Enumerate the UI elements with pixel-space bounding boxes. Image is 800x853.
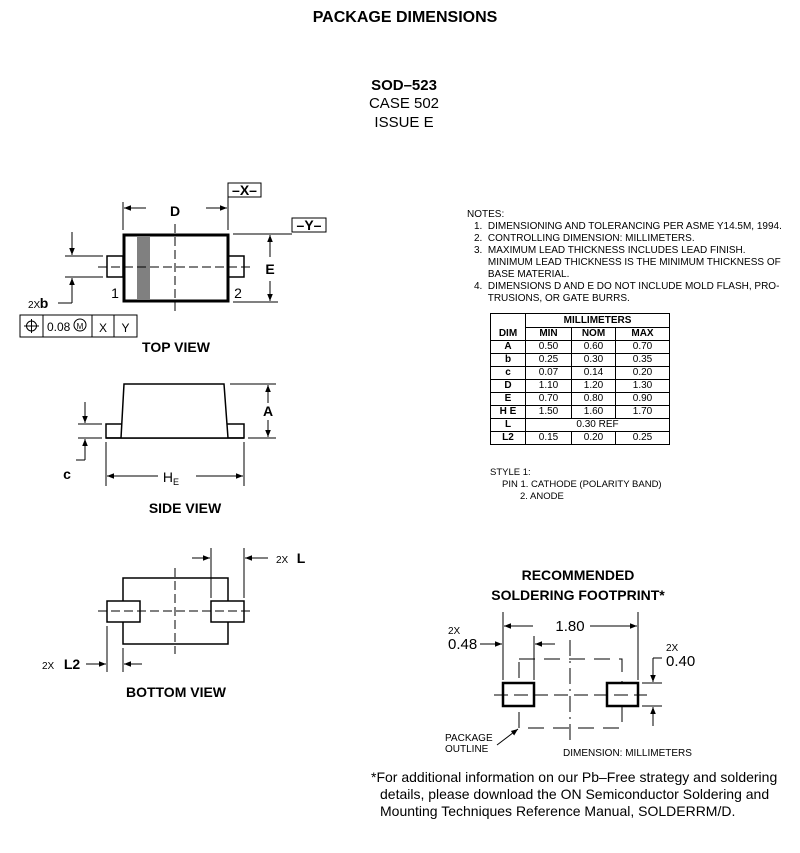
package-name: SOD–523 [371,77,437,94]
package-outline-label-2: OUTLINE [445,744,489,755]
col-header-max: MAX [615,327,670,341]
notes: NOTES: 1. DIMENSIONING AND TOLERANCING P… [467,209,782,305]
top-view-label: TOP VIEW [142,339,211,355]
note-4: 4. DIMENSIONS D AND E DO NOT INCLUDE MOL… [474,281,780,292]
footnote-line-3: Mounting Techniques Reference Manual, SO… [380,803,736,819]
pad-width-qty: 2X [448,626,461,637]
col-header-dim: DIM [490,327,526,341]
note-3-cont: MINIMUM LEAD THICKNESS IS THE MINIMUM TH… [474,257,781,268]
mmc-icon [73,318,87,332]
style-pin-2: 2. ANODE [520,491,564,502]
dim-b-qty: 2X [28,300,41,311]
dim-a-label: A [263,403,273,419]
dim-l2-qty: 2X [42,661,55,672]
col-header-nom: NOM [571,327,616,341]
fcf-modifier: M [77,322,84,331]
note-3-cont-2: BASE MATERIAL. [474,269,570,280]
datum-x: –X– [232,182,257,198]
fcf-tolerance: 0.08 [47,320,71,334]
style-heading: STYLE 1: [490,467,531,478]
footprint-drawing [480,612,662,746]
notes-heading: NOTES: [467,209,505,220]
dim-l-qty: 2X [276,555,289,566]
style-pin-1: PIN 1. CATHODE (POLARITY BAND) [502,479,662,490]
note-2: 2. CONTROLLING DIMENSION: MILLIMETERS. [474,233,695,244]
pad-height: 0.40 [666,653,695,670]
footnote-line-1: *For additional information on our Pb–Fr… [371,769,778,785]
polarity-band [137,237,150,299]
note-1: 1. DIMENSIONING AND TOLERANCING PER ASME… [474,221,782,232]
dim-e-label: E [265,261,274,277]
note-4-cont: TRUSIONS, OR GATE BURRS. [474,293,630,304]
bottom-view-label: BOTTOM VIEW [126,684,227,700]
footnote: *For additional information on our Pb–Fr… [371,769,777,820]
footnote-line-2: details, please download the ON Semicond… [380,786,770,802]
pin-1-label: 1 [111,285,119,301]
pin-2-label: 2 [234,285,242,301]
dim-l-label: L [297,550,306,566]
pad-height-qty: 2X [666,643,679,654]
fcf-datum-x: X [99,321,107,335]
dimension-units: DIMENSION: MILLIMETERS [563,748,692,759]
dim-l2-label: L2 [64,656,81,672]
pad-width: 0.48 [448,636,477,653]
page-title: PACKAGE DIMENSIONS [312,9,498,26]
dim-b-label: b [40,295,49,311]
fcf-datum-y: Y [121,321,129,335]
col-header-min: MIN [525,327,572,341]
package-outline-label-1: PACKAGE [445,733,493,744]
footprint-pitch: 1.80 [555,618,584,635]
footprint-title-1: RECOMMENDED [522,567,635,583]
dim-c-label: c [63,466,71,482]
datum-y: –Y– [297,217,322,233]
side-view-label: SIDE VIEW [149,500,222,516]
table-unit-header: MILLIMETERS [525,313,670,328]
footprint-title-2: SOLDERING FOOTPRINT* [491,587,665,603]
bottom-view-drawing [86,548,268,672]
dim-he-label: HE [163,469,179,487]
note-3: 3. MAXIMUM LEAD THICKNESS INCLUDES LEAD … [474,245,746,256]
package-issue: ISSUE E [374,114,434,131]
position-icon [24,319,39,333]
style-block: STYLE 1: PIN 1. CATHODE (POLARITY BAND) … [490,467,662,503]
package-case: CASE 502 [368,95,440,112]
side-view-drawing [76,383,276,486]
top-view-drawing [19,182,327,338]
dim-d-label: D [170,203,180,219]
